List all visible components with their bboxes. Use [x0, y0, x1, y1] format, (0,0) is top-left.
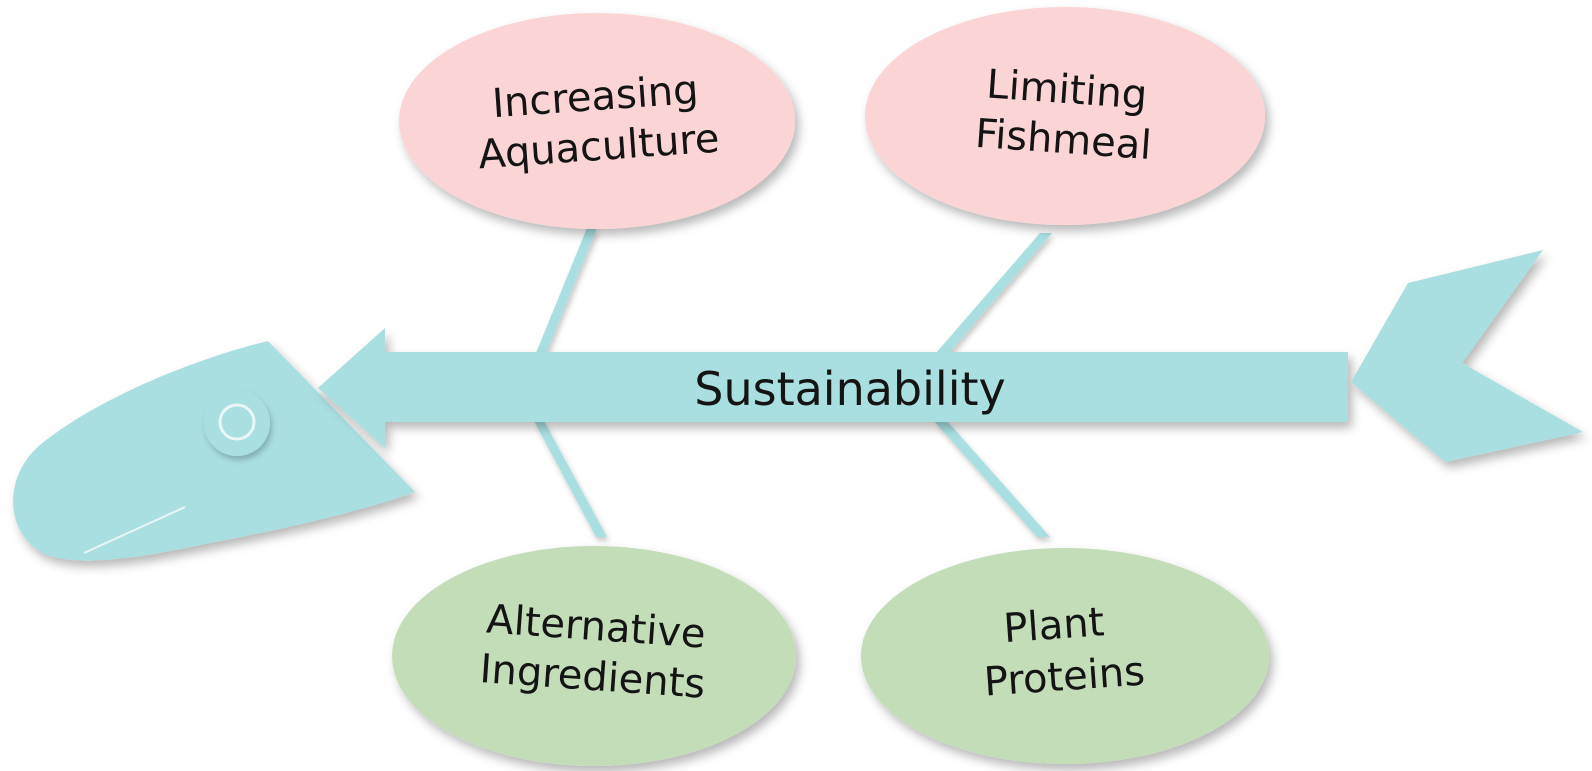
- fish-head-shape: [13, 341, 416, 561]
- fish-ribs: [534, 228, 1052, 537]
- rib-top-left: [536, 228, 597, 353]
- label-plant-proteins-line1: Plant: [1002, 599, 1106, 652]
- label-plant-proteins: Plant Proteins: [983, 599, 1147, 706]
- oval-plant-proteins: [861, 548, 1269, 764]
- fish-tail-shape: [1351, 250, 1583, 462]
- rib-bottom-right: [934, 421, 1050, 537]
- rib-top-right: [936, 233, 1052, 353]
- spine-bar: [378, 352, 1348, 422]
- spine-arrowhead: [318, 328, 385, 448]
- label-limiting-fishmeal-line1: Limiting: [985, 62, 1149, 119]
- bottom-causes: [392, 546, 1269, 766]
- label-plant-proteins-line2: Proteins: [983, 649, 1147, 706]
- fish-eye: [204, 390, 270, 456]
- fish-head: [13, 341, 416, 561]
- spine-label: Sustainability: [694, 362, 1005, 416]
- fish-tail: [1351, 250, 1583, 462]
- oval-limiting-fishmeal: [865, 7, 1265, 225]
- oval-increasing-aquaculture: [399, 13, 795, 229]
- eye-inner: [218, 403, 256, 441]
- rib-bottom-left: [534, 421, 607, 537]
- fish-mouth-line: [83, 506, 186, 554]
- oval-alternative-ingredients: [392, 546, 796, 766]
- top-causes: [399, 7, 1265, 229]
- fish-spine: [318, 328, 1348, 448]
